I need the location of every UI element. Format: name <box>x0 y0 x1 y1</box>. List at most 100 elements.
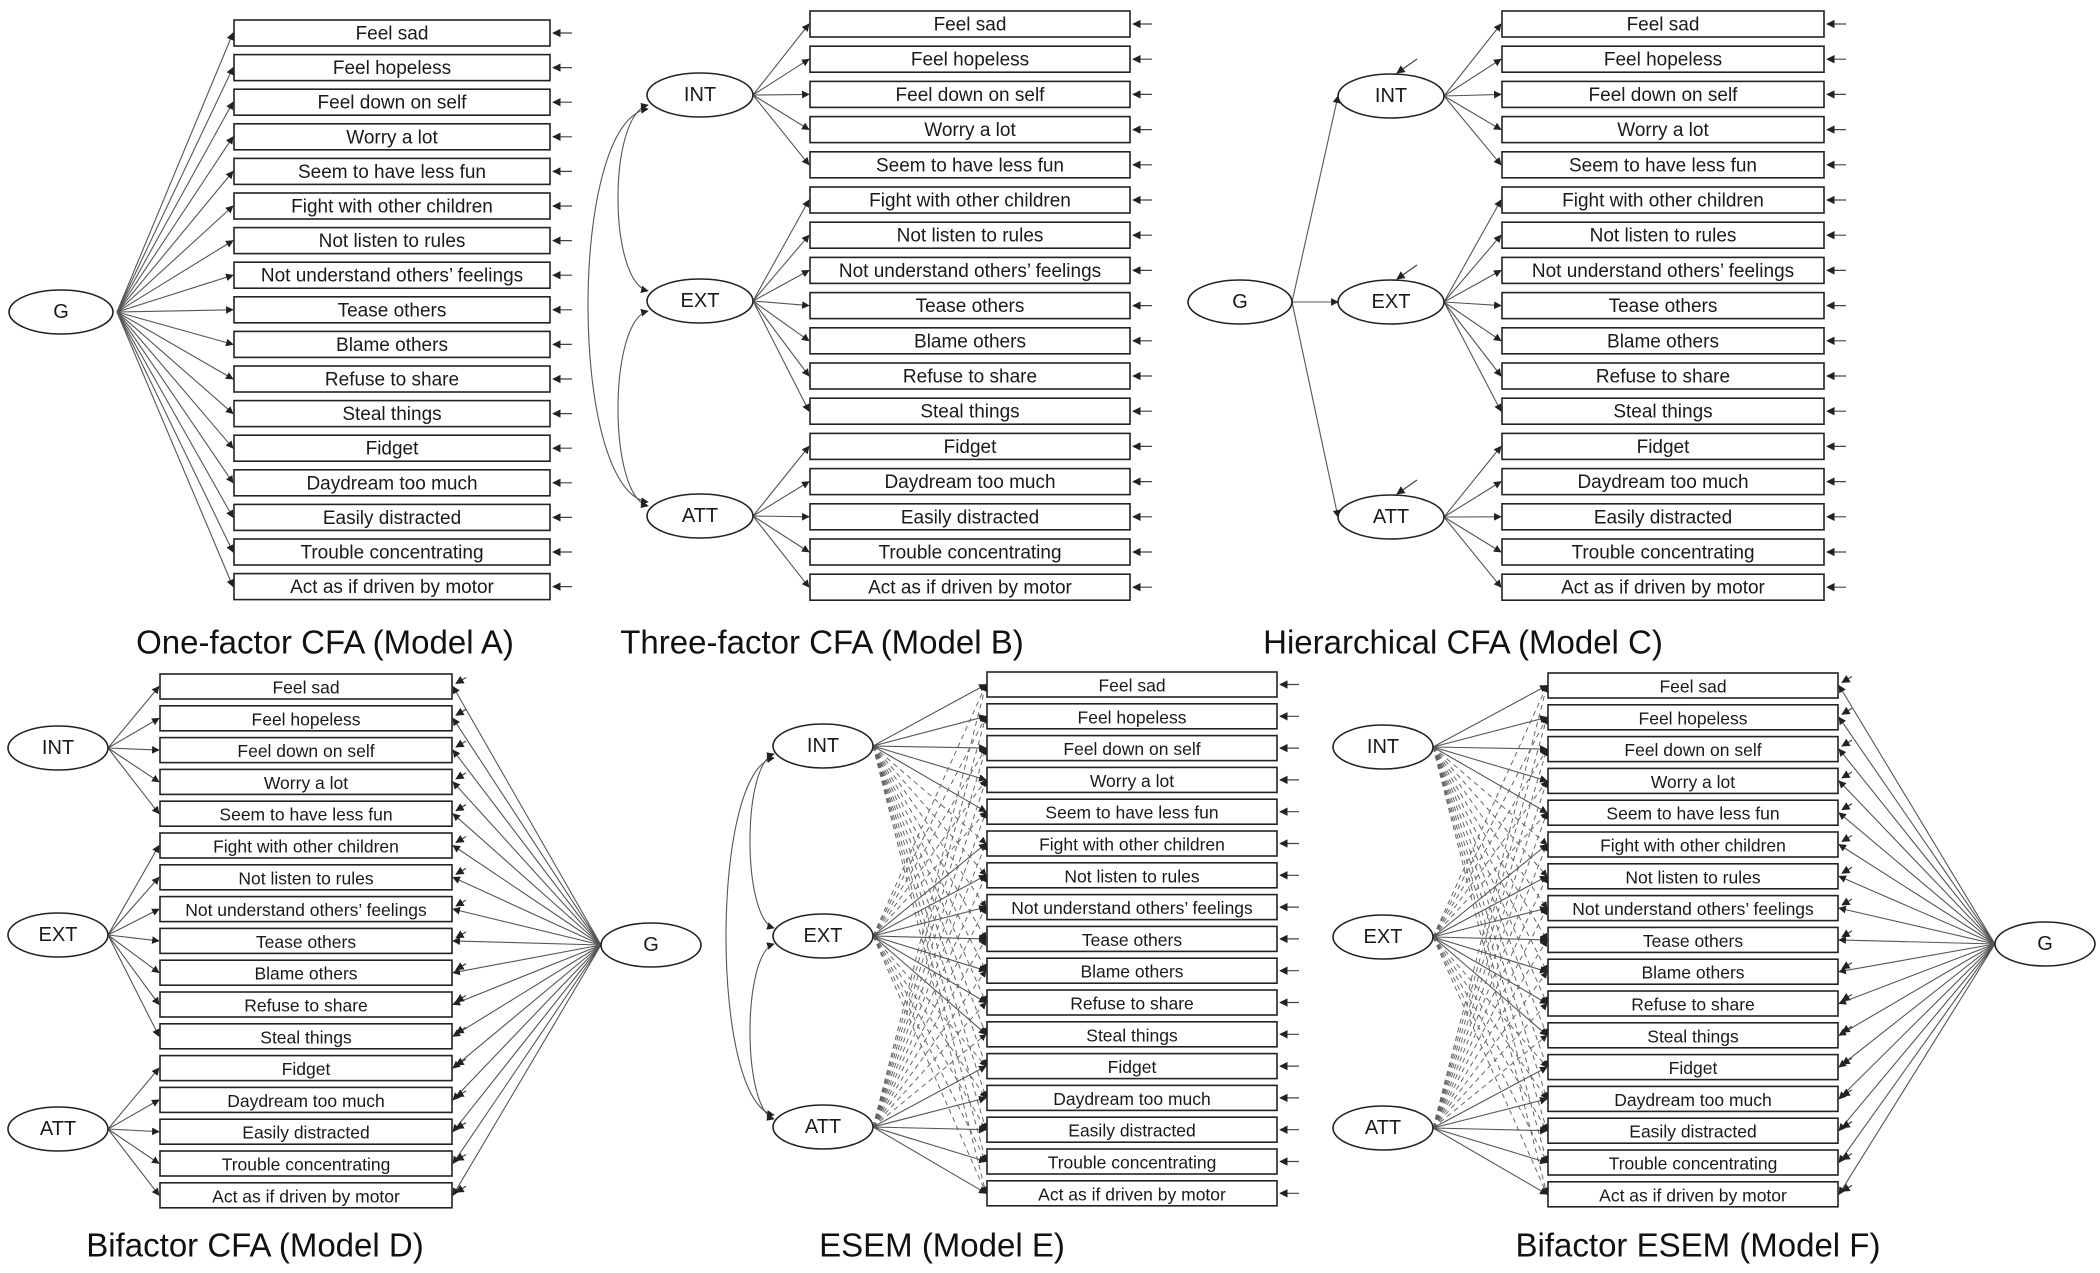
factor-ext-ellipse <box>7 912 109 958</box>
item-label: Feel sad <box>272 678 339 698</box>
factor-g-ellipse <box>1187 279 1293 325</box>
cross-loading-line <box>872 745 987 844</box>
cross-loading-line <box>872 683 988 1128</box>
item-label: Feel hopeless <box>1604 50 1722 71</box>
general-loading-line <box>1838 943 1996 1132</box>
item-label: Not listen to rules <box>319 231 466 252</box>
general-loading-line <box>1838 684 1996 945</box>
cross-loading-line <box>1432 746 1548 973</box>
loading-line <box>1432 1096 1548 1129</box>
item-label: Fight with other children <box>869 191 1071 212</box>
item-box <box>1547 672 1839 699</box>
loading-line <box>1432 1127 1548 1165</box>
item-label: Steal things <box>920 402 1019 423</box>
item-label: Not understand others’ feelings <box>1532 261 1794 282</box>
item-box <box>1501 467 1825 496</box>
item-label: Worry a lot <box>346 127 438 148</box>
item-box <box>159 863 453 891</box>
loading-line <box>1432 685 1548 748</box>
item-label: Tease others <box>916 296 1025 317</box>
loading-line <box>872 935 987 1003</box>
general-loading-line <box>452 944 602 1037</box>
cross-loading-line <box>872 747 988 1128</box>
item-box <box>1501 80 1825 109</box>
loading-line <box>752 445 810 517</box>
loading-line <box>752 58 810 96</box>
covariance-arc <box>587 106 649 505</box>
error-arrow <box>1841 834 1853 843</box>
cross-loading-line <box>872 906 987 1128</box>
item-box <box>159 1182 453 1209</box>
item-label: Feel sad <box>1627 15 1700 36</box>
item-label: Steal things <box>1086 1025 1178 1045</box>
item-box <box>986 671 1278 698</box>
item-box <box>159 832 453 859</box>
item-label: Fight with other children <box>1600 836 1786 856</box>
loading-line <box>1432 746 1548 814</box>
general-loading-line <box>1838 780 1996 945</box>
item-label: Feel down on self <box>1063 739 1200 759</box>
item-box <box>159 1118 453 1145</box>
error-arrow <box>1841 738 1853 747</box>
factor-g-label: G <box>53 301 69 323</box>
item-box <box>1547 1149 1839 1176</box>
second-order-loading <box>1291 301 1341 518</box>
factor-int-label: INT <box>42 737 74 759</box>
general-loading-line <box>452 944 602 1101</box>
cross-loading-line <box>872 938 987 1128</box>
item-label: Feel down on self <box>1624 740 1761 760</box>
item-label: Refuse to share <box>325 370 459 391</box>
item-box <box>233 295 551 324</box>
item-label: Refuse to share <box>1596 367 1730 388</box>
cross-loading-line <box>1432 936 1548 1164</box>
item-label: Fidget <box>944 437 998 458</box>
loading-line <box>1432 844 1548 938</box>
item-box <box>1547 1021 1839 1049</box>
item-box <box>809 186 1131 214</box>
cross-loading-line <box>872 715 988 1128</box>
item-box <box>809 467 1131 496</box>
item-box <box>1501 573 1825 602</box>
item-box <box>233 572 551 601</box>
error-arrow <box>1841 993 1853 1002</box>
loading-line <box>116 32 234 313</box>
general-loading-line <box>1838 943 1996 1068</box>
item-label: Blame others <box>336 335 448 356</box>
cross-loading-line <box>1432 748 1548 938</box>
factor-g-label: G <box>2037 933 2053 955</box>
item-box <box>809 151 1131 179</box>
error-arrow <box>1841 1024 1853 1033</box>
error-arrow <box>455 803 467 812</box>
item-box <box>986 1084 1278 1112</box>
general-loading-line <box>1838 943 1996 1005</box>
error-arrow <box>1841 961 1853 970</box>
item-label: Tease others <box>1609 296 1718 317</box>
item-box <box>159 991 453 1018</box>
loading-line <box>116 311 234 449</box>
item-label: Trouble concentrating <box>1048 1153 1217 1173</box>
item-box <box>1501 151 1825 179</box>
loading-line <box>752 234 810 302</box>
loading-line <box>752 300 810 377</box>
item-label: Feel hopeless <box>1078 707 1187 727</box>
item-label: Daydream too much <box>1577 472 1748 493</box>
loading-line <box>116 311 234 588</box>
loading-line <box>107 747 160 783</box>
item-label: Easily distracted <box>242 1123 369 1143</box>
item-label: Not understand others’ feelings <box>185 900 427 920</box>
factor-int-label: INT <box>684 84 716 106</box>
cross-loading-line <box>1432 1002 1548 1129</box>
loading-line <box>872 1125 987 1134</box>
item-label: Seem to have less fun <box>298 162 486 183</box>
loading-line <box>1443 445 1502 518</box>
item-label: Feel hopeless <box>911 50 1029 71</box>
item-box <box>159 673 453 700</box>
loading-line <box>1432 745 1548 753</box>
item-box <box>986 861 1278 889</box>
loading-line <box>1443 481 1502 518</box>
general-loading-line <box>452 906 602 946</box>
item-label: Daydream too much <box>227 1091 385 1111</box>
loading-line <box>1432 1127 1548 1195</box>
loading-line <box>107 747 160 815</box>
